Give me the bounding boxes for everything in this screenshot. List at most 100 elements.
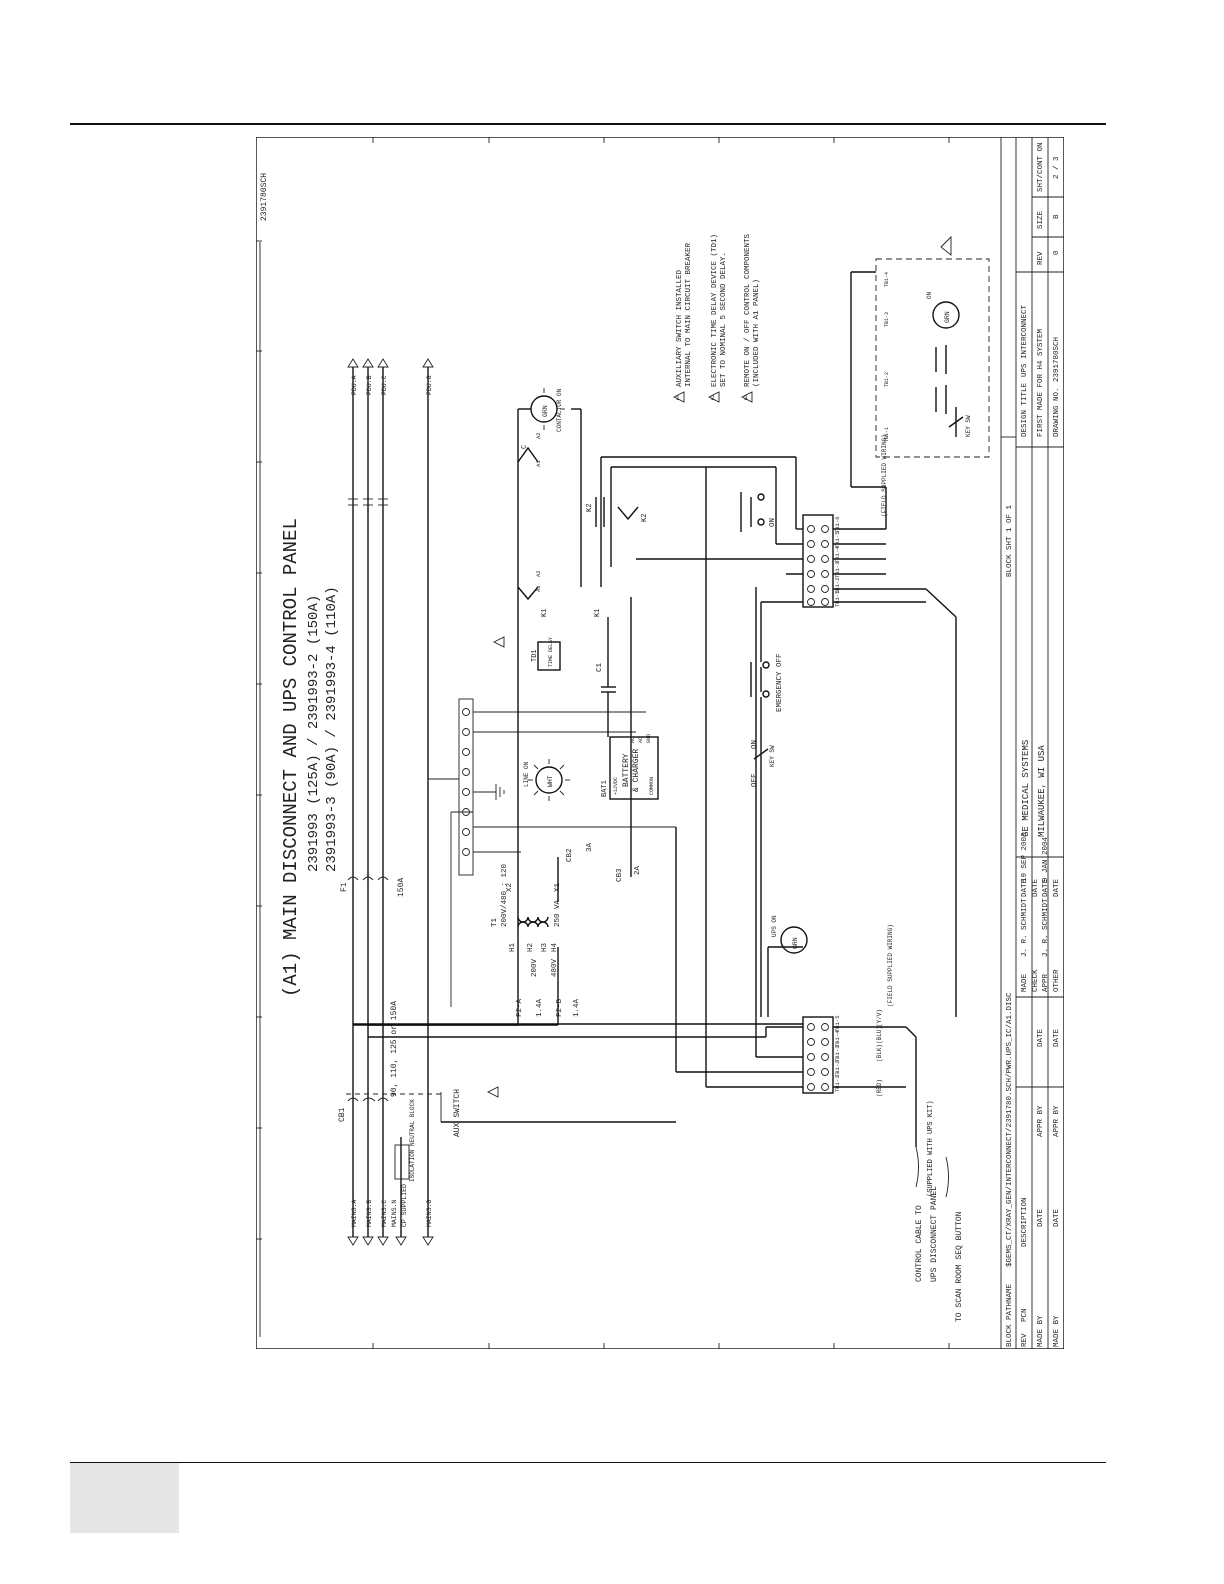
emergency-off-button [750,661,770,698]
note-3-text-2: (INCLUDED WITH A1 PANEL) [753,279,761,387]
k1-label: K1 [541,609,549,617]
contactor-grn-label: GRN [542,405,549,417]
f2b-label: F2-B [556,998,564,1017]
td1-label: TD1 [531,649,539,662]
note-1-text-1: AUXILIARY SWITCH INSTALLED [676,269,684,387]
wht-lamp-color: WHT [547,775,554,787]
tb1-lower-5: TB1-5 [834,1015,841,1032]
isolation-neutral-block [394,1144,410,1180]
cb3-rating: 2A [634,865,642,875]
tb1-lower-block [802,1016,834,1094]
note-1-text-2: INTERNAL TO MAIN CIRCUIT BREAKER [685,242,693,387]
note-1-triangle [672,391,685,403]
k1-contact-label: K1 [594,609,602,617]
contactor-on-label: CONTACTOR ON [556,388,563,432]
rev-value: 0 [1053,250,1061,255]
tb1-upper-6: TB1-6 [834,516,841,533]
charger-label: & CHARGER [632,749,641,792]
tb1-upper-1: TB1-1 [834,590,841,607]
mains-c: MAINS.C [381,1200,388,1227]
date-label-7: DATE [1042,878,1050,897]
field-wiring-label-lower: (FIELD SUPPLIED WIRING) [887,924,894,1007]
scan-room-connector [945,1156,949,1198]
td1-sub: TIME DELAY [548,637,554,667]
title-block-lines [1000,137,1064,1349]
pcn-label-1: PCN [1021,1308,1029,1322]
a1-label-c: A1 [535,460,542,467]
design-title: UPS INTERCONNECT [1021,304,1029,377]
tb1-upper-4: TB1-4 [834,546,841,563]
made-by-label-1: MADE BY [1037,1315,1045,1347]
zone-ticks [256,137,950,1349]
block-sheet: BLOCK SHT 1 OF 1 [1006,504,1014,577]
output-arrows [347,358,434,368]
desc-label-1: DESCRIPTION [1021,1197,1029,1247]
ups-on-label: UPS ON [771,915,778,937]
block-pathname: $GEMS_CT/XRAY_GEN/INTERCONNECT/2391780.S… [1006,992,1014,1267]
appr-name: J. R. SCHMIDT [1042,898,1050,957]
scan-room-button-label: TO SCAN ROOM SEQ BUTTON [955,1211,964,1322]
t1-label: T1 [491,917,499,927]
remote-pushbuttons [935,345,964,437]
company-location: MILWAUKEE, WI USA [1037,745,1047,837]
cp-supplied: CP SUPPLIED [401,1184,408,1227]
drawing-id: 2391780SCH [260,173,269,221]
tb1-upper-2: TB1-2 [834,577,841,594]
cb1-label: CB1 [338,1107,347,1122]
h3-label: H3 [541,942,549,952]
capacitor-c1 [601,617,616,737]
control-wiring [517,408,796,587]
f1-label: F1 [340,882,349,892]
field-wiring-label-upper: (FIELD SUPPLIED WIRING) [881,434,888,517]
drawing-border [256,137,1064,1349]
cb2-label: CB2 [566,848,574,862]
battery-charger-box [609,736,659,800]
made-by-label-2: MADE BY [1053,1315,1061,1347]
made-name: J. R. SCHMIDT [1021,898,1029,957]
output-pdu-b: PDU.B [366,375,373,395]
f2a-rating: 1.4A [536,998,544,1017]
transformer-t1 [517,902,549,947]
x2-label: X2 [506,883,514,892]
block-pathname-label: BLOCK PATHNAME [1006,1283,1014,1347]
line-on-indicator: WHT LINE ON [523,759,570,801]
date-label-6: DATE [1032,878,1040,897]
date-label-5: DATE [1021,878,1029,897]
time-delay-td1 [537,641,561,671]
contactor-on-indicator: GRN CONTACTOR ON [523,388,565,432]
transformer-wiring [353,587,559,1026]
terminal-strip-wires [428,711,676,1007]
size-value: B [1053,214,1061,219]
note-2-text-2: SET TO NOMINAL 5 SECOND DELAY. [720,252,728,387]
remote-tb-2: TB1-2 [884,372,890,387]
tb1-upper-screws [807,525,829,606]
k2-label-contact: K2 [586,504,594,512]
gnd-label: GND [646,734,652,743]
remote-grn-label: GRN [944,311,951,323]
control-cable-connector [915,1146,919,1188]
c1-label: C1 [596,662,604,672]
remote-key-sw-label: KEY SW [965,415,972,437]
f1-fuses [347,498,389,881]
first-made-for: FIRST MADE FOR H4 SYSTEM [1037,328,1045,437]
key-switch-label: KEY SW [769,745,776,767]
terminal-strip [458,698,474,876]
td1-note-triangle [492,636,505,648]
ups-grn-label: GRN [792,937,799,949]
cb1-ratings: 90, 110, 125 or 150A [390,1001,399,1097]
note-2-text-1: ELECTRONIC TIME DELAY DEVICE (TD1) [711,234,719,387]
remote-control-box [875,258,990,458]
drawing-no: 2391780SCH [1053,337,1061,382]
size-label: SIZE [1037,210,1045,229]
f2a-label: F2-A [516,998,524,1017]
note-2-num: 2 [711,395,715,402]
note-3-num: 3 [744,395,748,402]
tb1-lower-wiring [353,467,917,1147]
ac1-label: AC [630,737,636,743]
appr-by-label-1: APPR BY [1037,1105,1045,1137]
schematic-drawing: BLOCK PATHNAME $GEMS_CT/XRAY_GEN/INTERCO… [256,137,1064,1349]
sheet-value: 2 / 3 [1053,156,1061,179]
appr-label: APPR [1042,973,1050,992]
tb1-upper-block [802,514,834,608]
key-switch-on-label: ON [751,740,759,749]
